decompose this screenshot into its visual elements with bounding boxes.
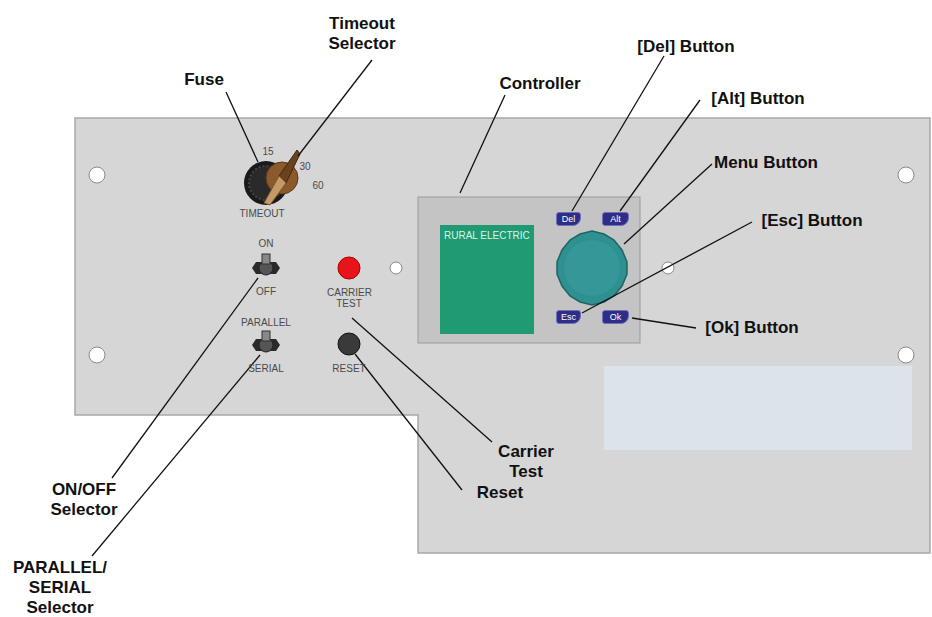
switch-label: ON [259,238,274,249]
part-label: PARALLEL/ SERIAL Selector [10,558,110,617]
node-text: Alt [610,214,621,224]
reset-button [338,333,360,355]
on-off-toggle [252,254,280,275]
part-label: [Del] Button [637,37,734,57]
panel-plate [75,118,930,553]
part-label: [Esc] Button [761,211,862,231]
dial-mark: 30 [299,161,310,172]
alt-button: Alt [602,212,629,226]
switch-label: SERIAL [248,363,284,374]
display-screen: RURAL ELECTRIC [440,225,534,334]
node-text: Del [562,214,576,224]
part-label: Controller [499,74,580,94]
menu-dial-face [564,240,620,296]
blurred-area [604,366,912,450]
part-label: [Ok] Button [705,318,798,338]
part-label: Carrier Test [491,442,561,482]
part-label: ON/OFF Selector [39,480,129,520]
switch-label: OFF [256,286,276,297]
node-text: Esc [561,312,576,322]
node-text: RURAL ELECTRIC [444,230,530,241]
part-label: Reset [477,483,523,503]
parallel-serial-toggle [252,331,280,352]
carrier-test-button [338,257,360,279]
part-label: Fuse [184,70,224,90]
switch-label: PARALLEL [241,317,291,328]
button-label: RESET [332,363,365,374]
part-label: Menu Button [714,153,818,173]
mounting-holes [89,167,914,363]
part-label: Timeout Selector [317,14,407,54]
controller-housing [418,197,640,343]
timeout-knob [264,150,300,205]
dial-mark: 15 [262,146,273,157]
dial-mark: 60 [312,180,323,191]
esc-button: Esc [556,310,581,324]
ok-button: Ok [602,310,629,324]
del-button: Del [556,212,581,226]
node-text: Ok [610,312,622,322]
part-label: [Alt] Button [711,89,804,109]
leader-lines [92,56,752,556]
button-label: CARRIER TEST [327,287,371,309]
dial-label: TIMEOUT [240,208,285,219]
